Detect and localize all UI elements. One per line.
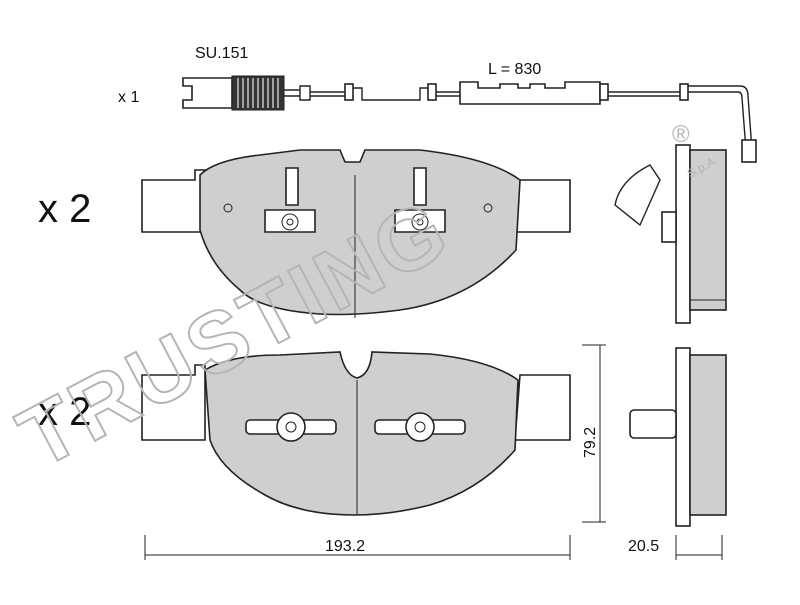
bottom-brake-pad: x 2 [38,351,571,516]
top-pad-clip-right [394,167,446,233]
sensor-connector [182,77,233,109]
sensor-quantity: x 1 [118,89,139,106]
bottom-pad-anchor-left [245,412,337,442]
sensor-clip-1 [344,83,354,101]
sensor-cable-start [284,85,311,101]
sensor-clip-4 [679,83,689,101]
sensor-part-code: SU.151 [195,45,248,62]
top-pad-left-ear [141,169,206,233]
sensor-sleeve-1 [353,87,428,101]
sensor-clip-2 [427,83,437,101]
dimension-height: 79.2 [582,344,606,523]
top-side-sensor-wire [614,164,661,227]
top-pad-side-view [614,144,727,324]
top-side-sensor-clip [661,211,677,243]
top-pad-quantity: x 2 [38,187,91,231]
sensor-cable-3 [608,91,680,97]
sensor-probe [741,139,757,163]
top-pad-hole-left [223,203,233,213]
sensor-clip-3 [599,83,609,101]
top-pad-friction [199,149,521,316]
bottom-pad-right-ear [514,374,571,441]
bottom-pad-anchor-right [374,412,466,442]
top-pad-hole-right [483,203,493,213]
sensor-sleeve-2 [459,81,601,105]
sensor-cable-end [688,85,753,151]
dimension-width: 193.2 [144,535,571,560]
bottom-pad-quantity: x 2 [38,390,91,434]
dimension-height-value: 79.2 [582,427,599,458]
bottom-pad-side-view [629,347,727,527]
watermark-registered: ® [672,121,690,148]
top-side-friction [689,149,727,311]
bottom-side-friction [689,354,727,516]
sensor-cable-2 [436,91,460,97]
bottom-side-backplate [675,347,691,527]
sensor-cable-1 [310,91,345,97]
wear-sensor: SU.151 x 1 L = 830 [118,45,757,163]
dimension-width-value: 193.2 [325,538,365,555]
dimension-thickness: 20.5 [628,535,723,560]
sensor-length: L = 830 [488,61,541,78]
bottom-pad-friction [204,351,519,516]
bottom-side-clip [629,409,677,439]
top-brake-pad: x 2 [38,149,571,318]
bottom-pad-left-ear [141,364,206,441]
top-pad-clip-left [264,167,316,233]
dimension-thickness-value: 20.5 [628,538,659,555]
sensor-connector-ribs [237,78,279,108]
